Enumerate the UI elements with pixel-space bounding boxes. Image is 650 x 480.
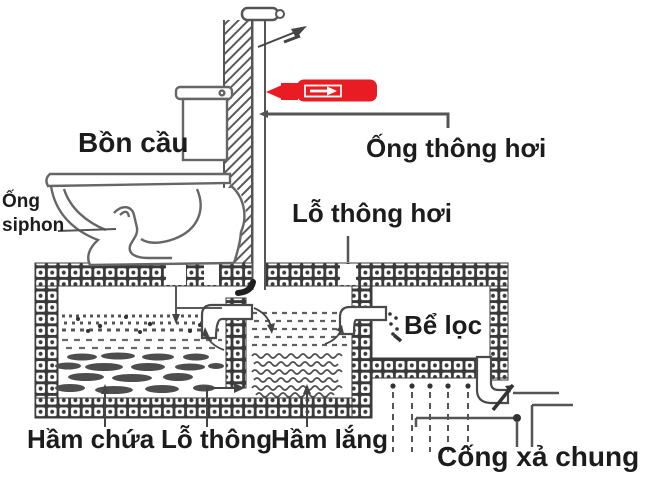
- water-droplets: [388, 312, 403, 343]
- label-siphon-pipe: Ống siphon: [2, 191, 65, 236]
- cistern-body: [181, 97, 229, 162]
- sludge-texture-storage: [55, 352, 224, 394]
- tank-bottom-wall: [34, 397, 353, 419]
- toilet-drawing: [45, 85, 246, 267]
- sludge-texture-settling: [251, 353, 343, 398]
- bottom-label-leaders: [101, 383, 311, 427]
- tank-right-wall: [489, 285, 509, 381]
- crossover-elbow-pipe: [200, 303, 254, 340]
- lid-openings: [166, 264, 356, 285]
- siphon-trap-curve: [113, 206, 172, 260]
- label-common-drain: Cống xả chung: [437, 441, 640, 472]
- filter-inlet-elbow-pipe: [338, 305, 403, 343]
- vent-pipe-cap: [240, 6, 280, 22]
- drain-junction: [414, 391, 573, 447]
- vent-pipe-leader-line: [259, 110, 450, 128]
- scum-layer-texture: [62, 314, 222, 350]
- red-flow-arrow-icon: [266, 79, 377, 102]
- filter-floor: [371, 357, 509, 379]
- siphon-leader-line: [57, 228, 117, 232]
- flow-arrows: [172, 286, 344, 351]
- vent-pipe: [235, 6, 285, 296]
- label-vent-pipe: Ống thông hơi: [366, 133, 547, 163]
- label-filter-tank: Bể lọc: [404, 310, 483, 340]
- filter-divider-wall: [351, 285, 373, 419]
- label-vent-hole: Lỗ thông hơi: [292, 198, 452, 228]
- wind-arrow-icon: [257, 26, 307, 48]
- label-storage-chamber: Hầm chứa: [27, 424, 155, 454]
- flush-button: [218, 89, 226, 97]
- pipe-bottom-outlet: [235, 279, 256, 296]
- drain-field-lines: [390, 383, 471, 452]
- label-toilet: Bồn cầu: [78, 127, 189, 158]
- label-pass-hole: Lỗ thông: [161, 424, 273, 454]
- toilet-seat: [45, 172, 232, 188]
- label-settling-chamber: Hầm lắng: [271, 424, 389, 454]
- valve-slash-mark: [491, 383, 515, 412]
- tank-lid: [34, 262, 509, 287]
